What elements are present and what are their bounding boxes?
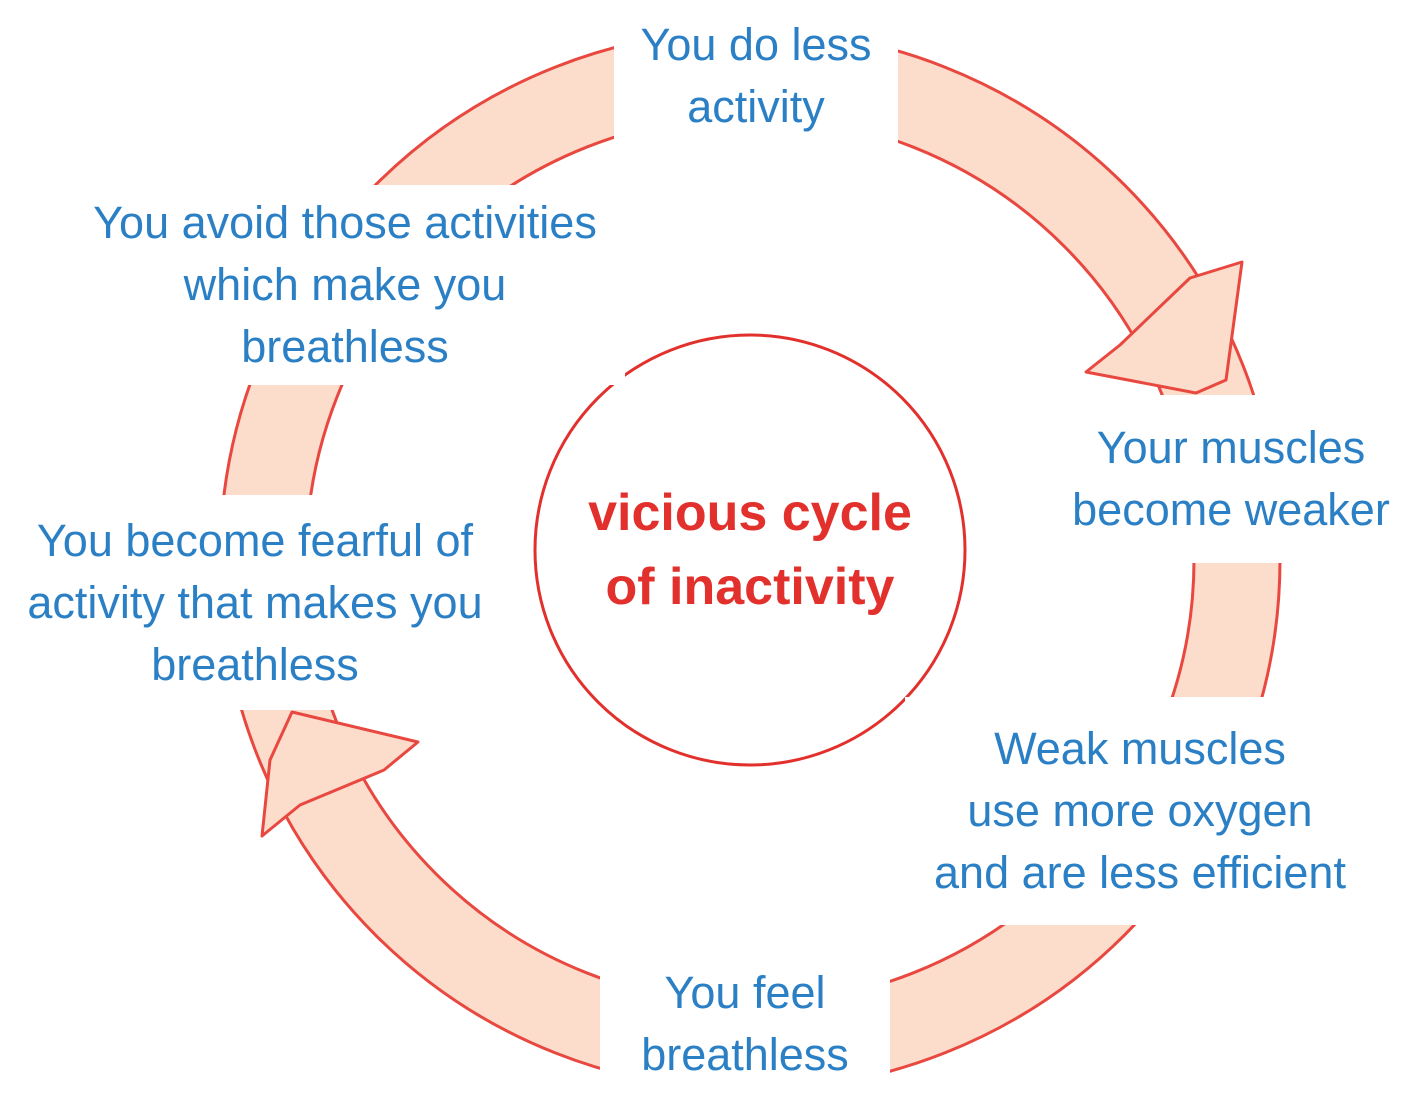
step-line: You become fearful of <box>36 514 474 566</box>
step-weak-muscles-oxygen: Weak muscles use more oxygen and are les… <box>905 697 1375 925</box>
center-circle <box>533 333 967 767</box>
step-line: Your muscles <box>1096 422 1366 473</box>
step-avoid-activities: You avoid those activities which make yo… <box>65 185 625 385</box>
step-line: activity <box>687 81 825 132</box>
step-do-less-activity: You do less activity <box>614 0 898 152</box>
step-line: breathless <box>641 1029 849 1080</box>
step-line: become weaker <box>1072 484 1390 535</box>
step-line: Weak muscles <box>994 723 1286 774</box>
step-line: use more oxygen <box>967 785 1313 836</box>
step-line: You avoid those activities <box>93 197 597 248</box>
step-line: which make you <box>183 259 507 310</box>
step-line: activity that makes you <box>27 576 483 628</box>
step-line: and are less efficient <box>934 847 1346 898</box>
center-title-line: vicious cycle <box>588 484 912 542</box>
step-line: breathless <box>151 638 359 690</box>
step-line: You feel <box>664 967 826 1018</box>
step-line: breathless <box>241 321 449 372</box>
step-fearful-of-activity: You become fearful of activity that make… <box>0 495 510 710</box>
center-title-line: of inactivity <box>605 558 895 616</box>
step-line: You do less <box>640 19 872 70</box>
step-muscles-weaker: Your muscles become weaker <box>1040 395 1422 563</box>
step-feel-breathless: You feel breathless <box>600 958 890 1113</box>
center-title: vicious cycle of inactivity <box>535 335 965 765</box>
